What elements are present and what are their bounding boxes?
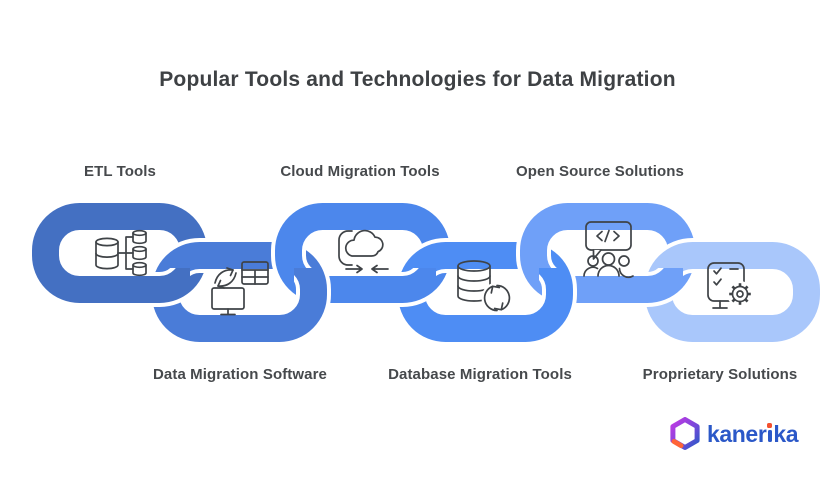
- cloud-transfer-icon: [338, 229, 389, 274]
- page-title: Popular Tools and Technologies for Data …: [159, 68, 676, 91]
- database-refresh-icon: [457, 260, 513, 314]
- community-code-bubble-icon: [583, 221, 634, 279]
- kanerika-cube-icon: [670, 417, 700, 450]
- weave-patch-2: [294, 268, 331, 312]
- checklist-gear-icon: [707, 262, 753, 309]
- wordmark-i-dot: [767, 423, 773, 428]
- item-label-etl-tools: ETL Tools: [83, 163, 157, 180]
- monitor-table-sync-icon: [211, 261, 269, 316]
- item-label-database-migration-tools: Database Migration Tools: [388, 366, 572, 383]
- weave-patch-4: [539, 268, 577, 312]
- item-label-proprietary-solutions: Proprietary Solutions: [642, 366, 798, 383]
- item-label-cloud-migration-tools: Cloud Migration Tools: [280, 163, 440, 180]
- wordmark-pre: kaner: [707, 421, 767, 447]
- wordmark-i-glyph: [767, 423, 773, 442]
- item-label-open-source-solutions: Open Source Solutions: [516, 163, 684, 180]
- wordmark-post: ka: [773, 421, 799, 447]
- item-label-data-migration-software: Data Migration Software: [153, 366, 327, 383]
- databases-branch-icon: [95, 229, 147, 277]
